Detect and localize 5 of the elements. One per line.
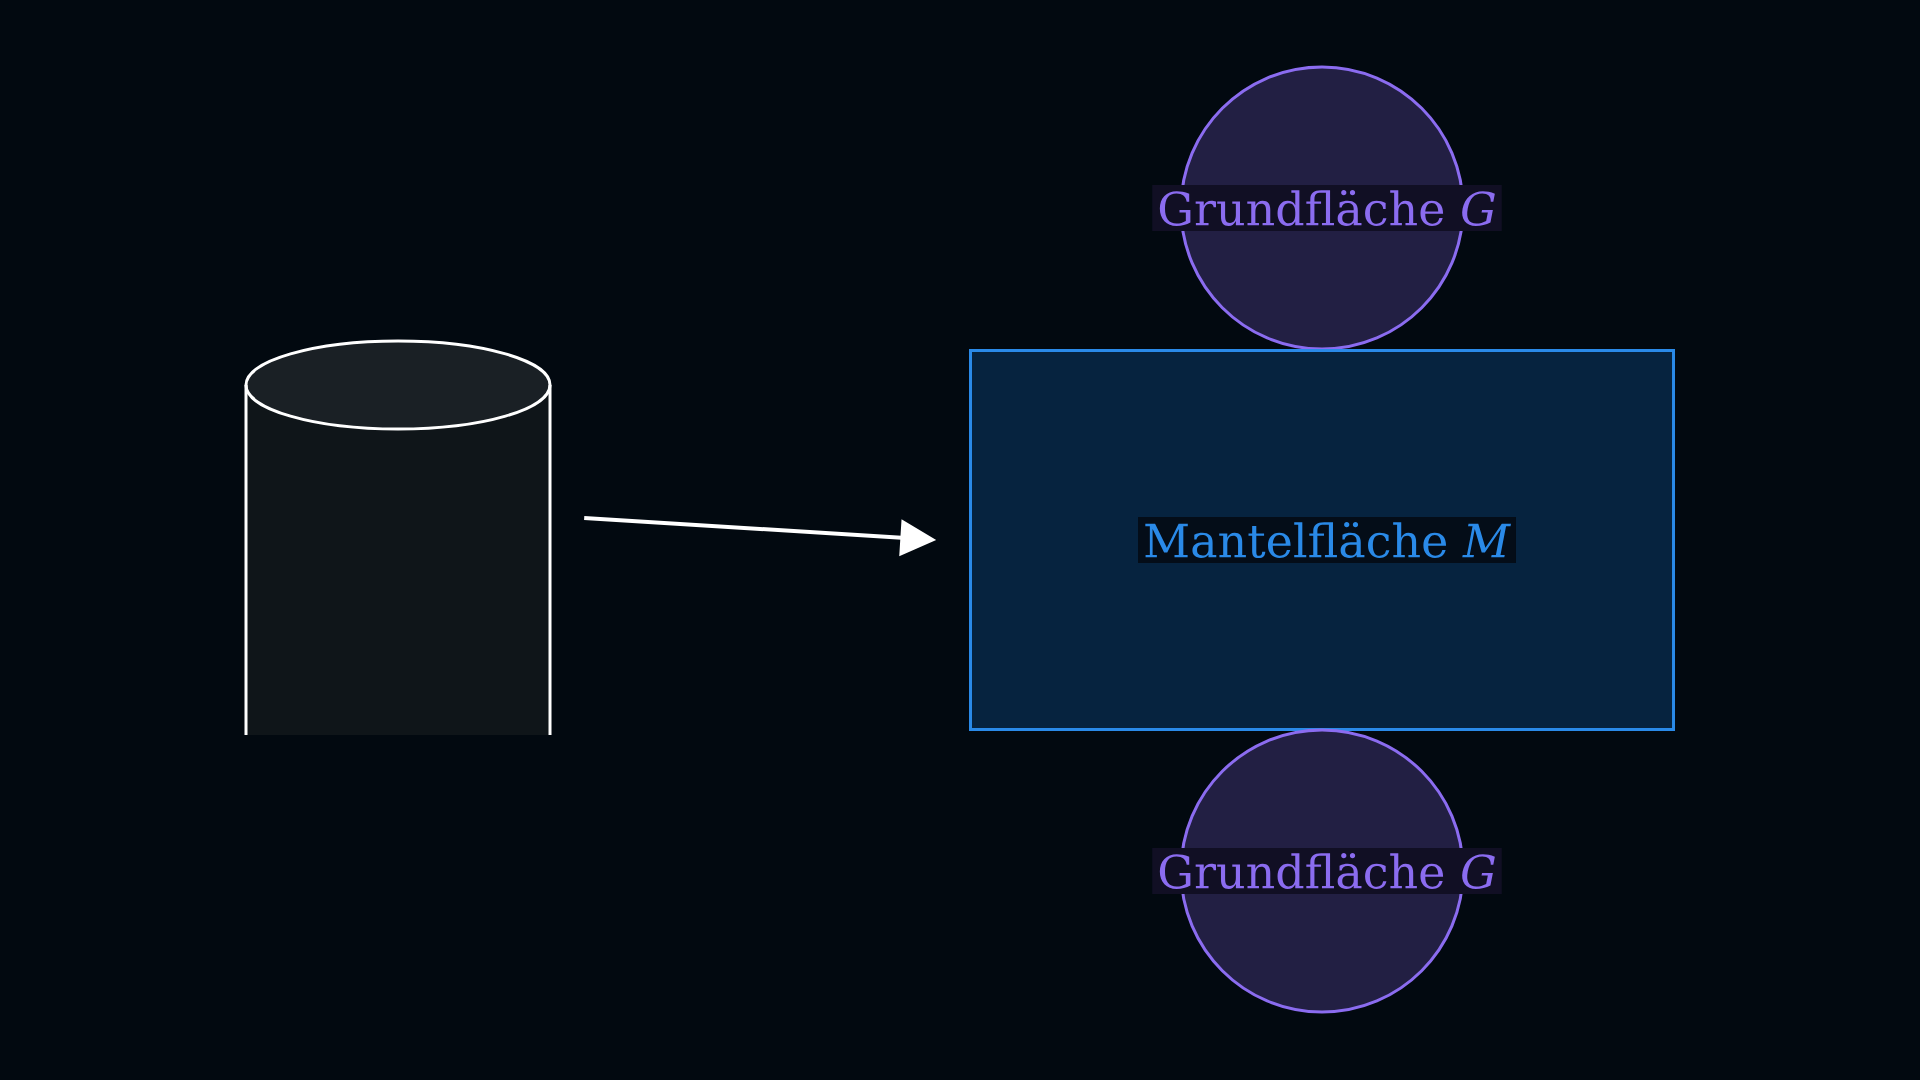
shape-label: Grundfläche G (1152, 848, 1502, 894)
rectangle-shape (969, 349, 1675, 731)
shape-label: Grundfläche G (1152, 185, 1502, 231)
shape-label: Mantelfläche M (1138, 517, 1516, 563)
cylinder-drawing (244, 339, 552, 735)
